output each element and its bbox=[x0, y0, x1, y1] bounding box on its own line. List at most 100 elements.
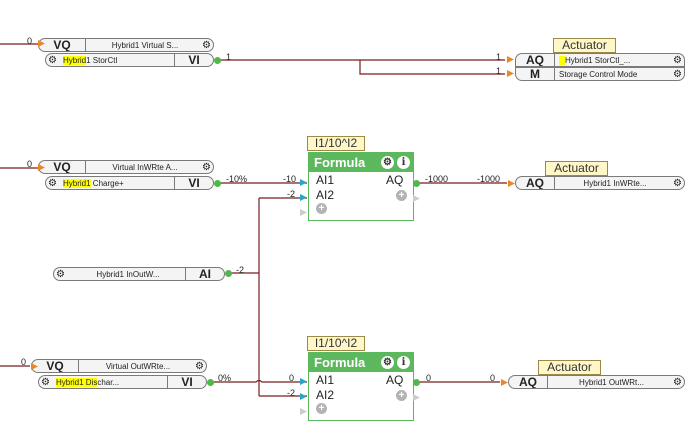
formula-row-2: AI2 + bbox=[309, 387, 413, 402]
gear-icon[interactable]: ⚙ bbox=[381, 156, 394, 169]
block-type-ai: AI bbox=[185, 268, 224, 280]
block-name: Virtual OutWRte... bbox=[105, 361, 171, 371]
gear-icon[interactable]: ⚙ bbox=[41, 376, 50, 388]
virtual-output-block-2[interactable]: VQ Virtual InWRte A... ⚙ bbox=[38, 160, 214, 174]
port-ai1: AI1 bbox=[316, 373, 335, 387]
gear-icon[interactable]: ⚙ bbox=[195, 360, 204, 372]
port-aq: AQ bbox=[516, 54, 555, 66]
actuator-block-2[interactable]: AQ Hybrid1 InWRte... ⚙ bbox=[515, 176, 685, 190]
block-type-vi: VI bbox=[174, 54, 213, 66]
gear-icon[interactable]: ⚙ bbox=[673, 376, 682, 388]
gear-icon[interactable]: ⚙ bbox=[673, 177, 682, 189]
wire-ai-branch bbox=[229, 197, 307, 397]
actuator-title-2: Actuator bbox=[545, 161, 608, 176]
input-pin[interactable] bbox=[300, 393, 307, 400]
output-pin[interactable] bbox=[413, 180, 420, 187]
actuator-title-1: Actuator bbox=[553, 38, 616, 53]
input-value: 0 bbox=[289, 373, 295, 383]
block-type-vi: VI bbox=[167, 376, 206, 388]
gear-icon[interactable]: ⚙ bbox=[56, 268, 65, 280]
input-value: -10 bbox=[283, 174, 297, 184]
input-pin[interactable] bbox=[507, 70, 514, 77]
virtual-input-block-1[interactable]: ⚙ Hybrid1 StorCtl VI bbox=[45, 53, 214, 67]
input-pin[interactable] bbox=[38, 164, 45, 171]
analog-input-block[interactable]: ⚙ Hybrid1 InOutW... AI bbox=[53, 267, 225, 281]
add-output-icon[interactable]: + bbox=[396, 390, 407, 401]
virtual-output-block-1[interactable]: VQ Hybrid1 Virtual S... ⚙ bbox=[38, 38, 214, 52]
gear-icon[interactable]: ⚙ bbox=[673, 54, 682, 66]
gear-icon[interactable]: ⚙ bbox=[48, 54, 57, 66]
output-pin[interactable] bbox=[214, 57, 221, 64]
input-value: 0 bbox=[27, 36, 33, 46]
output-pin[interactable] bbox=[225, 270, 232, 277]
wire-vi1-to-mode bbox=[359, 60, 505, 75]
block-name-rest: StorCtl bbox=[90, 55, 118, 65]
info-icon[interactable]: i bbox=[397, 156, 410, 169]
input-pin[interactable] bbox=[501, 379, 508, 386]
virtual-input-block-3[interactable]: ⚙ Hybrid1 Dischar... VI bbox=[38, 375, 207, 389]
output-value: 0% bbox=[218, 373, 232, 383]
block-name: Virtual InWRte A... bbox=[112, 162, 178, 172]
add-output-icon[interactable]: + bbox=[396, 190, 407, 201]
input-pin[interactable] bbox=[38, 40, 45, 47]
formula-row-1: AI1 AQ bbox=[309, 372, 413, 387]
add-input-icon[interactable]: + bbox=[316, 403, 327, 414]
port-aq: AQ bbox=[386, 373, 404, 387]
block-name: Hybrid1 Virtual S... bbox=[111, 40, 179, 50]
gear-icon[interactable]: ⚙ bbox=[202, 39, 211, 51]
gear-icon[interactable]: ⚙ bbox=[48, 177, 57, 189]
formula-header: Formula ⚙ i bbox=[309, 353, 413, 372]
input-value: 0 bbox=[21, 357, 27, 367]
gear-icon[interactable]: ⚙ bbox=[673, 68, 682, 80]
output-value: -2 bbox=[236, 265, 245, 275]
formula-block-1[interactable]: Formula ⚙ i AI1 AQ AI2 + + bbox=[308, 152, 414, 221]
actuator-name: Hybrid1 StorCtl_... bbox=[555, 55, 671, 65]
port-aq: AQ bbox=[386, 173, 404, 187]
output-pin[interactable] bbox=[214, 180, 221, 187]
formula-header: Formula ⚙ i bbox=[309, 153, 413, 172]
formula-row-2: AI2 + bbox=[309, 187, 413, 202]
block-type-vq: VQ bbox=[39, 161, 86, 173]
output-pin[interactable] bbox=[413, 195, 420, 202]
block-name: Hybrid1 Dischar... bbox=[52, 377, 167, 387]
output-value: -1000 bbox=[425, 174, 449, 184]
block-name: Hybrid1 StorCtl bbox=[59, 55, 174, 65]
actuator-title-3: Actuator bbox=[538, 360, 601, 375]
input-pin[interactable] bbox=[300, 408, 307, 415]
input-pin[interactable] bbox=[508, 180, 515, 187]
actuator-aq-row-1[interactable]: AQ Hybrid1 StorCtl_... ⚙ bbox=[515, 53, 685, 67]
input-pin[interactable] bbox=[300, 209, 307, 216]
mode-name: Storage Control Mode bbox=[559, 69, 638, 79]
actuator-name: Hybrid1 InWRte... bbox=[583, 178, 647, 188]
actuator-mode-row-1[interactable]: M Storage Control Mode ⚙ bbox=[515, 67, 685, 81]
virtual-input-block-2[interactable]: ⚙ Hybrid1 Charge+ VI bbox=[45, 176, 214, 190]
input-pin[interactable] bbox=[507, 56, 514, 63]
input-pin[interactable] bbox=[31, 363, 38, 370]
info-icon[interactable]: i bbox=[397, 356, 410, 369]
gear-icon[interactable]: ⚙ bbox=[202, 161, 211, 173]
input-pin[interactable] bbox=[300, 194, 307, 201]
port-ai2: AI2 bbox=[316, 188, 335, 202]
port-ai1: AI1 bbox=[316, 173, 335, 187]
output-pin[interactable] bbox=[413, 394, 420, 401]
port-m: M bbox=[516, 68, 555, 80]
port-aq: AQ bbox=[516, 177, 555, 189]
input-pin[interactable] bbox=[300, 378, 307, 385]
virtual-output-block-3[interactable]: VQ Virtual OutWRte... ⚙ bbox=[31, 359, 207, 373]
gear-icon[interactable]: ⚙ bbox=[381, 356, 394, 369]
formula-label: Formula bbox=[314, 355, 366, 370]
add-input-icon[interactable]: + bbox=[316, 203, 327, 214]
output-value: -10% bbox=[226, 174, 248, 184]
block-type-vi: VI bbox=[174, 177, 213, 189]
actuator-block-3[interactable]: AQ Hybrid1 OutWRt... ⚙ bbox=[508, 375, 685, 389]
output-pin[interactable] bbox=[413, 379, 420, 386]
output-value: 0 bbox=[426, 373, 432, 383]
highlighted-text: Hybrid1 bbox=[63, 178, 91, 188]
formula-block-2[interactable]: Formula ⚙ i AI1 AQ AI2 + + bbox=[308, 352, 414, 421]
output-pin[interactable] bbox=[207, 379, 214, 386]
input-value: -1000 bbox=[477, 174, 501, 184]
formula-label: Formula bbox=[314, 155, 366, 170]
input-pin[interactable] bbox=[300, 179, 307, 186]
input-value: 1 bbox=[496, 52, 502, 62]
